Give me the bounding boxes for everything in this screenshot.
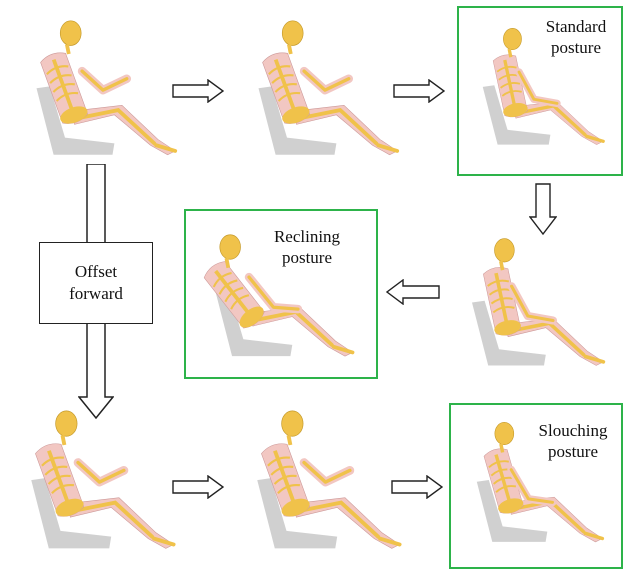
offset-line: forward <box>69 283 123 305</box>
label-line: posture <box>532 37 620 58</box>
head <box>56 411 77 445</box>
seated-figure <box>8 8 198 178</box>
seated-figure <box>2 400 197 570</box>
arm <box>304 71 349 90</box>
down-arrow <box>529 183 557 235</box>
label-line: posture <box>262 247 352 268</box>
head <box>282 411 303 445</box>
arm <box>304 463 350 483</box>
label-line: posture <box>525 441 621 462</box>
head <box>495 422 514 452</box>
head <box>495 239 515 271</box>
right-arrow <box>391 475 443 499</box>
reclining-posture-label: Reclining posture <box>262 226 352 268</box>
seated-figure <box>445 222 625 392</box>
label-line: Standard <box>532 16 620 37</box>
offset-line: Offset <box>75 261 117 283</box>
head <box>282 21 303 54</box>
left-arrow <box>386 279 440 305</box>
right-arrow <box>393 79 445 103</box>
slouching-posture-label: Slouching posture <box>525 420 621 462</box>
right-arrow <box>172 79 224 103</box>
standard-posture-label: Standard posture <box>532 16 620 58</box>
offset-forward-box: Offset forward <box>39 242 153 324</box>
head <box>503 28 521 57</box>
label-line: Reclining <box>262 226 352 247</box>
right-arrow <box>172 475 224 499</box>
seated-figure <box>230 8 420 178</box>
head <box>60 21 81 54</box>
label-line: Slouching <box>525 420 621 441</box>
arm <box>82 71 127 90</box>
arm <box>78 463 124 483</box>
